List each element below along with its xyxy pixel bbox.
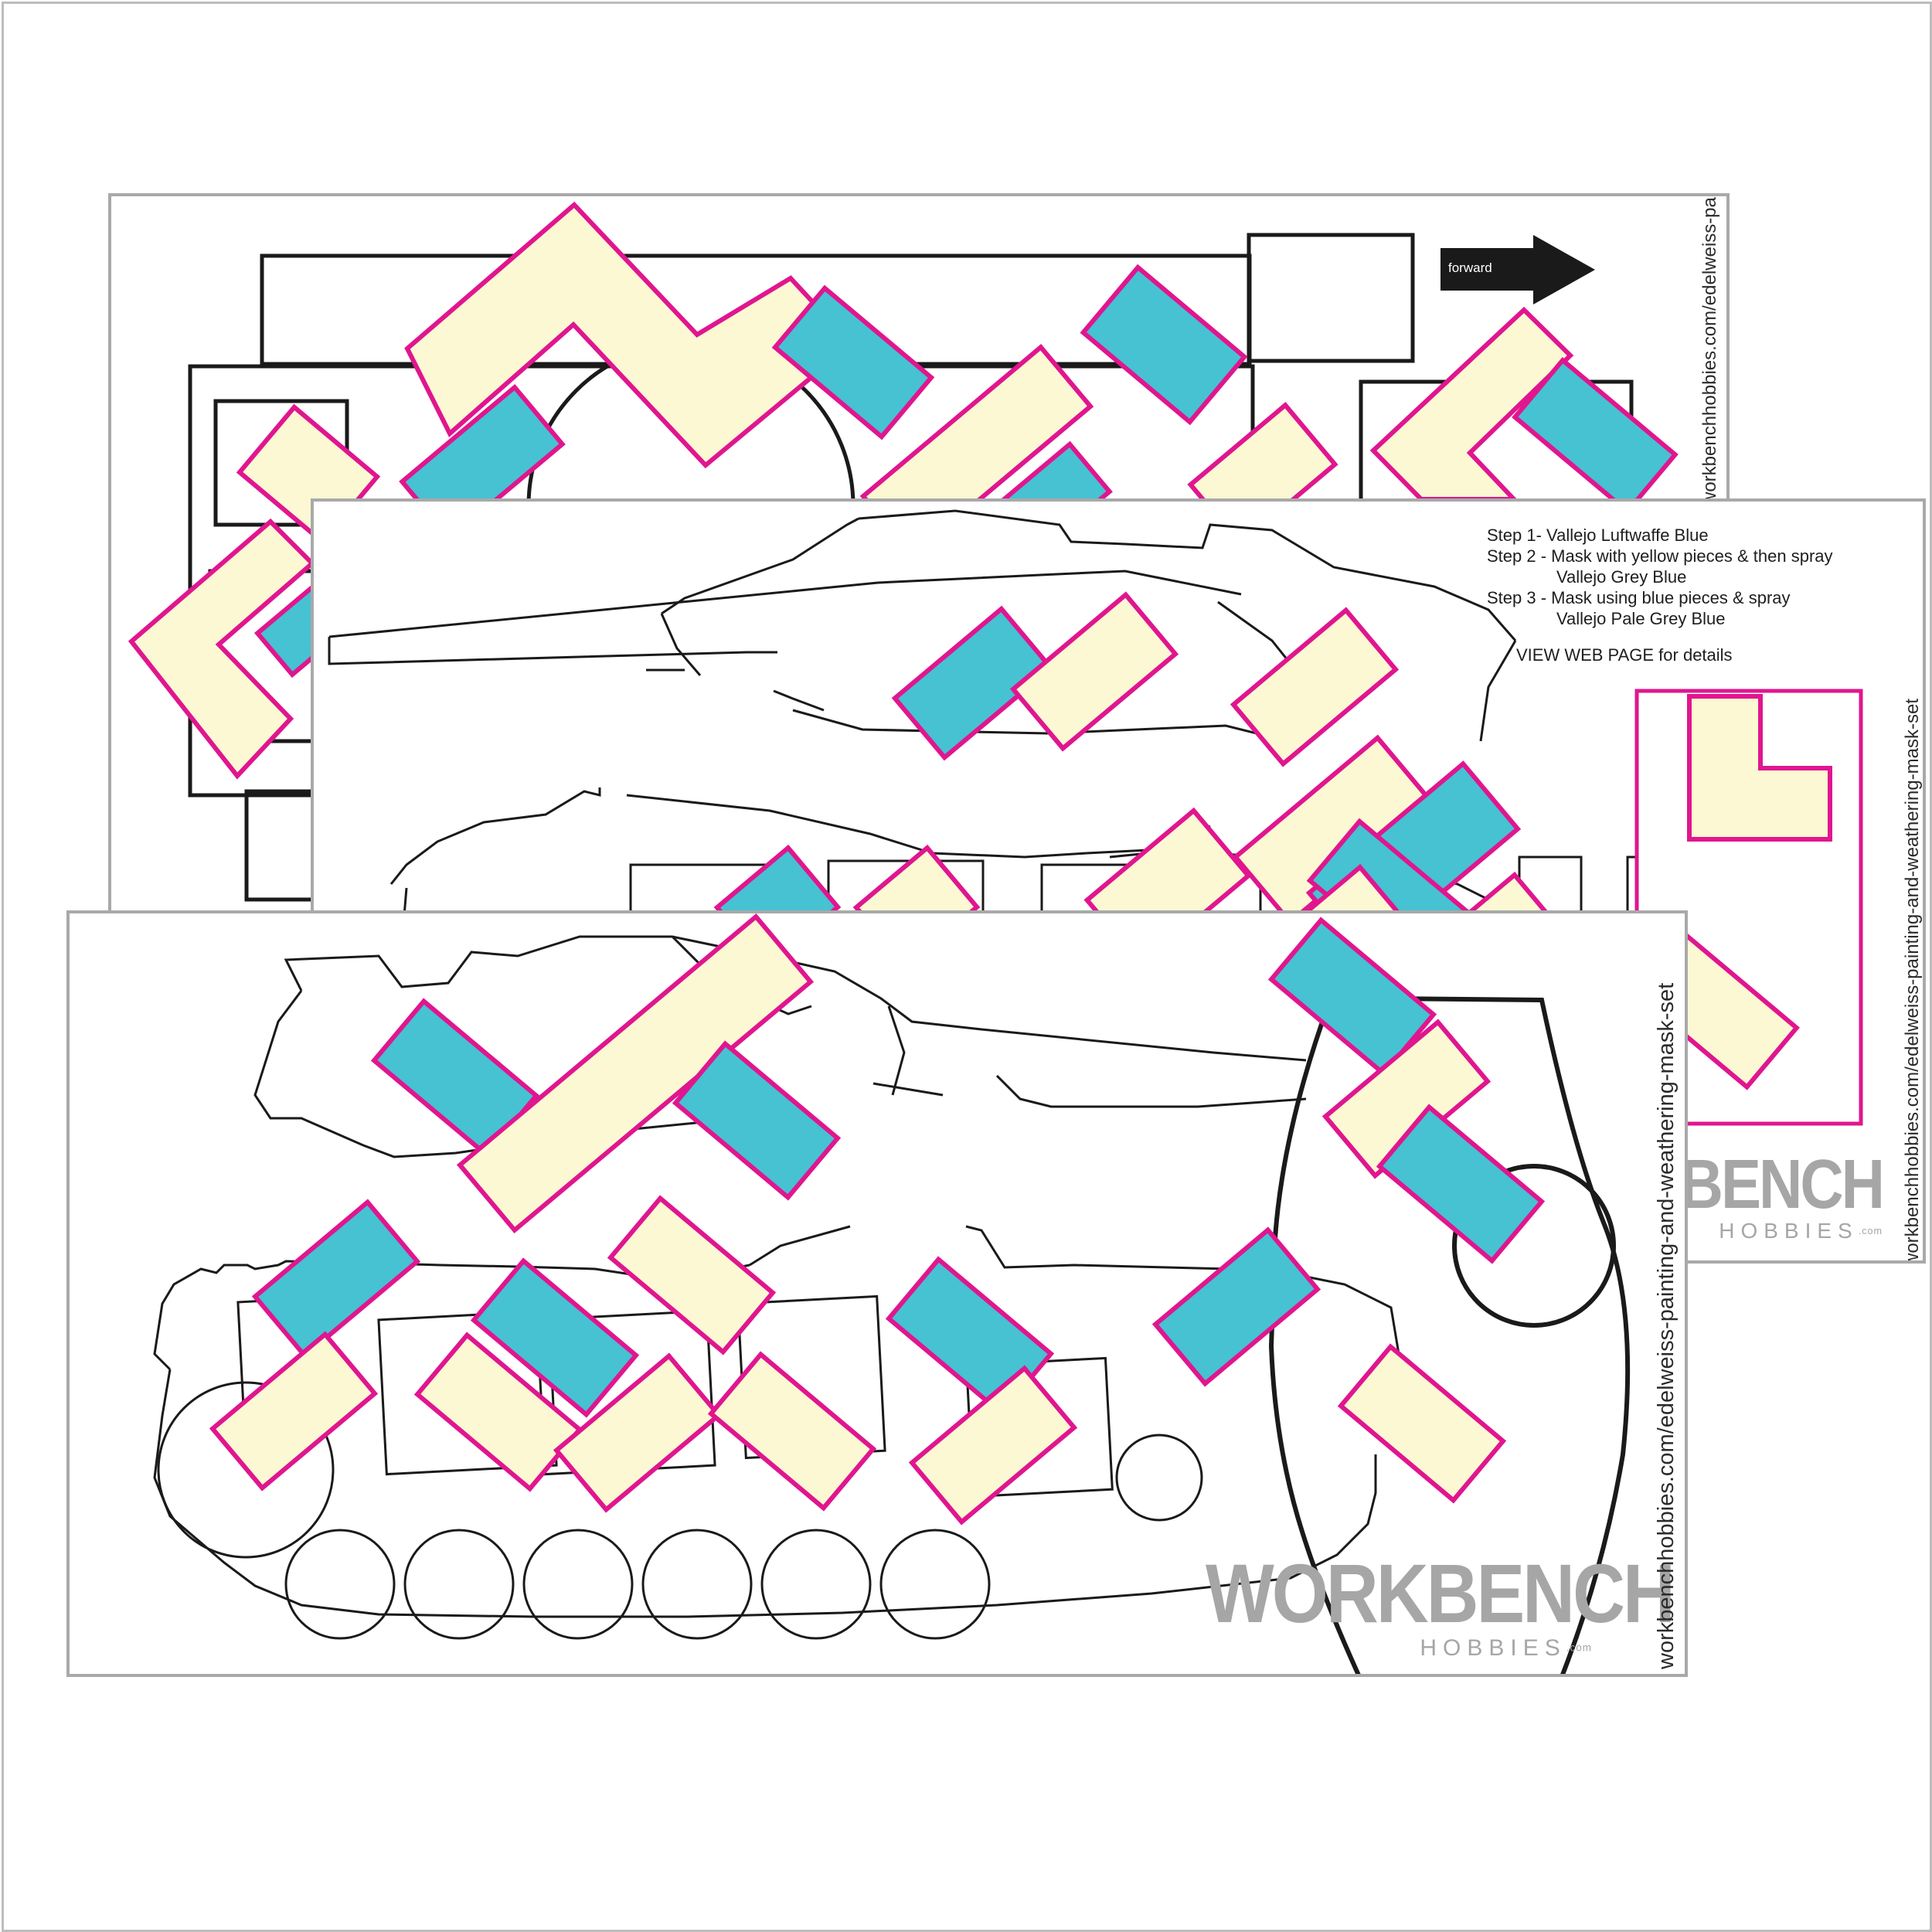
painting-steps: Step 1- Vallejo Luftwaffe Blue Step 2 - … [1487, 525, 1833, 665]
step-2-paint: Vallejo Grey Blue [1556, 567, 1687, 587]
forward-label: forward [1448, 260, 1492, 275]
step-1: Step 1- Vallejo Luftwaffe Blue [1487, 526, 1709, 545]
sheet-url-text: workbenchhobbies.com/edelweiss-painting-… [1902, 698, 1923, 1264]
web-page-note: VIEW WEB PAGE for details [1516, 645, 1733, 665]
step-2: Step 2 - Mask with yellow pieces & then … [1487, 546, 1833, 566]
step-3-paint: Vallejo Pale Grey Blue [1556, 609, 1726, 628]
sheet-url-text: workbenchhobbies.com/edelweiss-painting-… [1654, 982, 1679, 1669]
workbench-logo: WORKBENCH HOBBIES.com [1206, 1546, 1675, 1661]
front-profile-outline [1268, 996, 1631, 1674]
rear-box [1247, 233, 1415, 363]
side-view-right-drawing [153, 913, 1631, 1674]
step-3: Step 3 - Mask using blue pieces & spray [1487, 588, 1791, 607]
side-view-right-masks [209, 913, 1546, 1526]
spare-l-mask [1687, 694, 1832, 842]
mask-sheet-side-view-right: WORKBENCH HOBBIES.com workbenchhobbies.c… [66, 910, 1688, 1677]
sheet-url-text: workbenchhobbies.com/edelweiss-painting-… [1699, 193, 1720, 505]
forward-arrow-icon [1440, 235, 1595, 304]
